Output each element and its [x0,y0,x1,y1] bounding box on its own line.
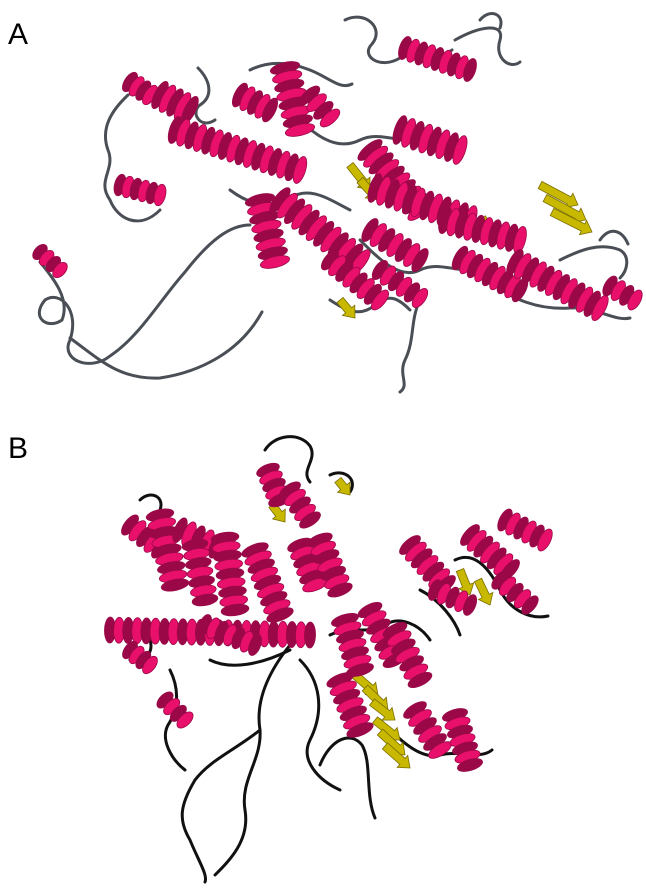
alpha-helix [279,481,321,529]
alpha-helix [491,570,539,615]
alpha-helix [307,532,353,598]
coil-segment [163,668,187,772]
coil-segment [248,61,354,87]
coil-segment [213,643,292,877]
alpha-helix [122,640,158,675]
helix-layer-a [32,36,643,321]
alpha-helix [442,708,483,772]
strand-layer-a [336,161,593,319]
alpha-helix [392,115,468,165]
alpha-helix [497,508,553,552]
alpha-helix [104,616,316,649]
alpha-helix [145,508,190,592]
strand-layer-b [268,476,494,769]
alpha-helix [122,71,158,106]
coil-segment [328,471,354,494]
coil-segment [398,298,422,394]
alpha-helix [438,205,527,255]
alpha-helix [299,85,341,128]
alpha-helix [269,61,316,137]
beta-strand [336,296,356,319]
coil-segment [103,93,162,223]
beta-strand [455,567,475,596]
beta-strand [368,698,396,721]
alpha-helix [602,275,643,311]
coil-segment [558,245,629,280]
alpha-helix [287,537,328,593]
coil-layer-a [37,12,632,394]
coil-segment [37,223,252,365]
panel-b-label: B [8,432,29,465]
coil-segment [418,588,462,637]
alpha-helix [32,243,68,279]
coil-segment [298,658,342,792]
protein-structure-b [104,435,553,884]
alpha-helix [331,612,374,678]
alpha-helix [403,701,452,759]
alpha-helix [181,538,219,607]
alpha-helix [451,245,529,303]
alpha-helix [156,691,194,729]
coil-segment [194,66,217,125]
alpha-helix [241,542,294,623]
coil-segment [68,310,264,380]
beta-strand [381,742,411,769]
coil-segment [180,728,262,884]
alpha-helix [371,260,429,308]
alpha-helix [427,579,478,616]
alpha-helix [113,173,167,207]
alpha-helix [231,82,279,123]
alpha-helix [167,116,308,184]
beta-strand [334,476,351,496]
coil-segment [138,493,163,512]
alpha-helix [361,218,429,272]
alpha-helix [506,249,609,321]
protein-structure-a [32,12,643,394]
beta-strand [537,180,579,208]
coil-segment [208,648,292,667]
alpha-helix [244,193,291,269]
coil-layer-b [118,435,550,884]
panel-a-label: A [8,18,29,51]
coil-segment [478,12,503,30]
coil-segment [453,26,522,66]
alpha-helix [210,531,250,617]
alpha-helix [198,614,262,656]
panel-a: A [0,0,646,420]
panel-b: B [0,420,646,888]
coil-segment [318,736,377,820]
alpha-helix [398,36,477,82]
coil-segment [598,229,630,246]
coil-segment [263,435,314,484]
alpha-helix [151,80,199,125]
alpha-helix [460,524,520,581]
alpha-helix [320,249,390,311]
beta-strand [473,577,494,606]
alpha-helix [382,621,433,689]
beta-strand [549,207,593,236]
helix-layer-b [104,462,553,772]
alpha-helix [326,672,374,738]
